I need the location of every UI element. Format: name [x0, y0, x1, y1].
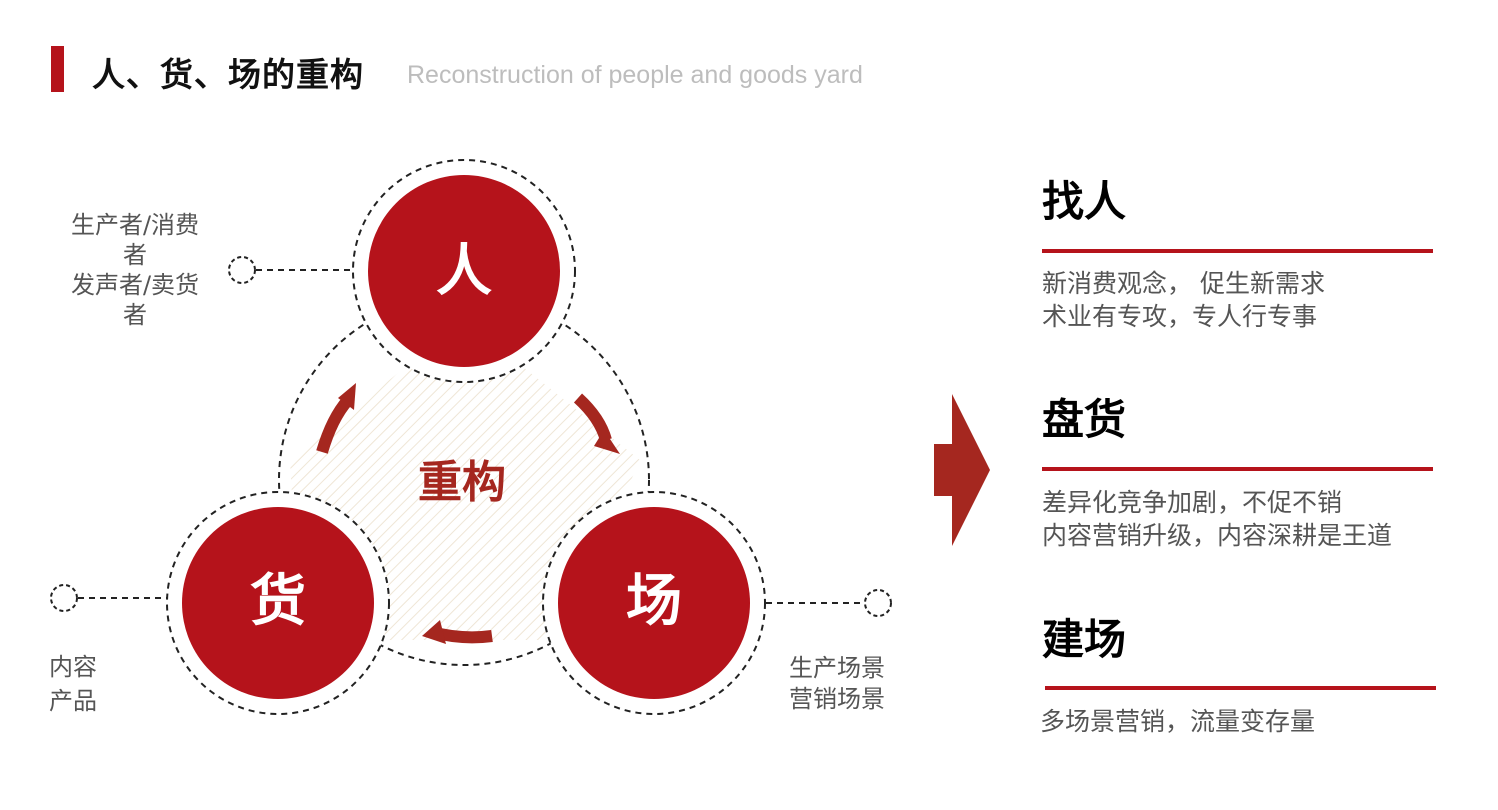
- scene-annotation-line: 营销场景: [789, 685, 885, 713]
- people-annotation-line: 发声者/卖货: [70, 271, 200, 299]
- section-heading-scene: 建场: [1042, 615, 1127, 664]
- goods-node-label: 货: [250, 569, 306, 634]
- center-label: 重构: [418, 457, 506, 508]
- arrow-bottom-head: [422, 620, 446, 644]
- people-annotation-line: 者: [123, 301, 147, 329]
- transition-arrow-icon: [934, 394, 990, 546]
- section-divider: [1045, 686, 1436, 690]
- section-line: 多场景营销，流量变存量: [1040, 707, 1316, 736]
- goods-connector-dot: [50, 584, 78, 612]
- section-text-people: 新消费观念， 促生新需求 术业有专攻，专人行专事: [1042, 267, 1325, 333]
- scene-connector-dot: [864, 589, 892, 617]
- section-heading-goods: 盘货: [1042, 395, 1127, 444]
- section-line: 差异化竞争加剧，不促不销: [1042, 488, 1343, 517]
- people-node-label: 人: [436, 239, 492, 304]
- section-divider: [1042, 249, 1433, 253]
- scene-node: [558, 507, 750, 699]
- section-divider: [1042, 467, 1433, 471]
- people-connector-dot: [228, 256, 256, 284]
- section-heading-people: 找人: [1042, 177, 1127, 226]
- goods-annotation: 内容 产品: [49, 650, 97, 718]
- goods-node: [182, 507, 374, 699]
- section-line: 术业有专攻，专人行专事: [1042, 302, 1318, 331]
- arrow-left-head: [338, 383, 356, 410]
- scene-annotation-line: 生产场景: [789, 654, 885, 682]
- people-node: [368, 175, 560, 367]
- section-text-scene: 多场景营销，流量变存量: [1040, 705, 1315, 738]
- scene-annotation: 生产场景 营销场景: [789, 653, 885, 715]
- goods-annotation-line: 产品: [49, 687, 97, 715]
- page-subtitle: Reconstruction of people and goods yard: [407, 61, 863, 89]
- arrow-right-head: [594, 430, 620, 454]
- people-annotation: 生产者/消费 者 发声者/卖货 者: [60, 210, 210, 330]
- scene-node-label: 场: [626, 569, 682, 634]
- title-accent-bar: [51, 46, 64, 92]
- section-line: 新消费观念， 促生新需求: [1042, 269, 1325, 298]
- people-annotation-line: 生产者/消费: [70, 211, 200, 239]
- goods-annotation-line: 内容: [49, 653, 97, 681]
- page-title: 人、货、场的重构: [92, 55, 364, 94]
- section-text-goods: 差异化竞争加剧，不促不销 内容营销升级，内容深耕是王道: [1042, 486, 1392, 552]
- section-line: 内容营销升级，内容深耕是王道: [1042, 521, 1393, 550]
- people-annotation-line: 者: [123, 241, 147, 269]
